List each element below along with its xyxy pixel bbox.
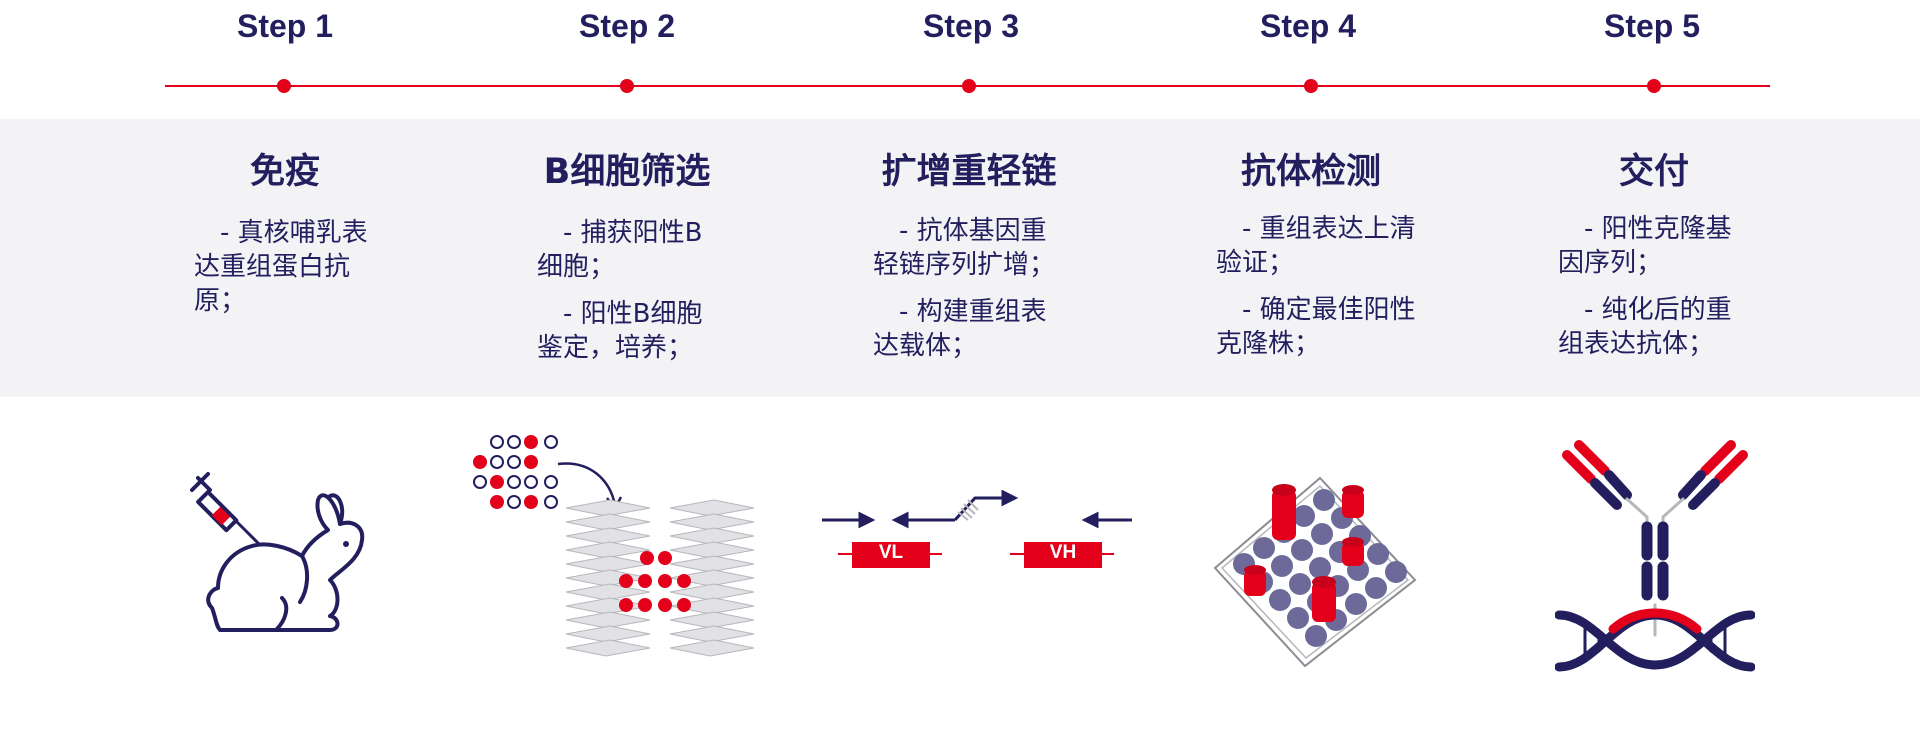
step-1-description: - 真核哺乳表达重组蛋白抗原； bbox=[194, 216, 384, 331]
step-2-desc-item: - 捕获阳性B细胞； bbox=[537, 218, 703, 282]
step-2-desc-item: - 阳性B细胞鉴定，培养； bbox=[537, 299, 703, 363]
step-2-description: - 捕获阳性B细胞； - 阳性B细胞鉴定，培养； bbox=[537, 216, 717, 378]
step-4-description: - 重组表达上清验证； - 确定最佳阳性克隆株； bbox=[1216, 212, 1416, 374]
well-plate-icon bbox=[1213, 476, 1417, 668]
step-1-label: Step 1 bbox=[236, 8, 334, 44]
step-3-label: Step 3 bbox=[922, 8, 1020, 44]
timeline-dot-2 bbox=[620, 79, 634, 93]
step-4-label: Step 4 bbox=[1259, 8, 1357, 44]
step-1-desc-item: - 真核哺乳表达重组蛋白抗原； bbox=[194, 218, 368, 316]
step-2-label: Step 2 bbox=[578, 8, 676, 44]
step-4-title: 抗体检测 bbox=[1240, 152, 1381, 192]
step-3-desc-item: - 抗体基因重轻链序列扩增； bbox=[873, 216, 1056, 280]
antibody-dna-icon bbox=[1555, 440, 1755, 672]
cell-plates-icon bbox=[473, 435, 755, 657]
step-5-title: 交付 bbox=[1618, 152, 1689, 192]
step-3-desc-item: - 构建重组表达载体； bbox=[873, 297, 1047, 361]
timeline-dot-5 bbox=[1647, 79, 1661, 93]
step-4-desc-item: - 确定最佳阳性克隆株； bbox=[1216, 295, 1416, 359]
pcr-primers-icon bbox=[822, 490, 1132, 568]
rabbit-syringe-icon bbox=[190, 472, 365, 632]
vh-label: VH bbox=[1049, 542, 1077, 563]
timeline-dot-3 bbox=[962, 79, 976, 93]
vl-label: VL bbox=[878, 542, 904, 563]
timeline-dot-1 bbox=[277, 79, 291, 93]
step-5-description: - 阳性克隆基因序列； - 纯化后的重组表达抗体； bbox=[1558, 212, 1748, 374]
step-4-desc-item: - 重组表达上清验证； bbox=[1216, 214, 1416, 278]
step-3-title: 扩增重轻链 bbox=[881, 152, 1057, 192]
steps-band bbox=[0, 119, 1920, 397]
step-2-title: B细胞筛选 bbox=[543, 152, 711, 192]
step-1-title: 免疫 bbox=[249, 152, 320, 192]
step-5-desc-item: - 阳性克隆基因序列； bbox=[1558, 214, 1732, 278]
step-5-label: Step 5 bbox=[1603, 8, 1701, 44]
timeline-dot-4 bbox=[1304, 79, 1318, 93]
step-5-desc-item: - 纯化后的重组表达抗体； bbox=[1558, 295, 1732, 359]
step-3-description: - 抗体基因重轻链序列扩增； - 构建重组表达载体； bbox=[873, 214, 1063, 376]
